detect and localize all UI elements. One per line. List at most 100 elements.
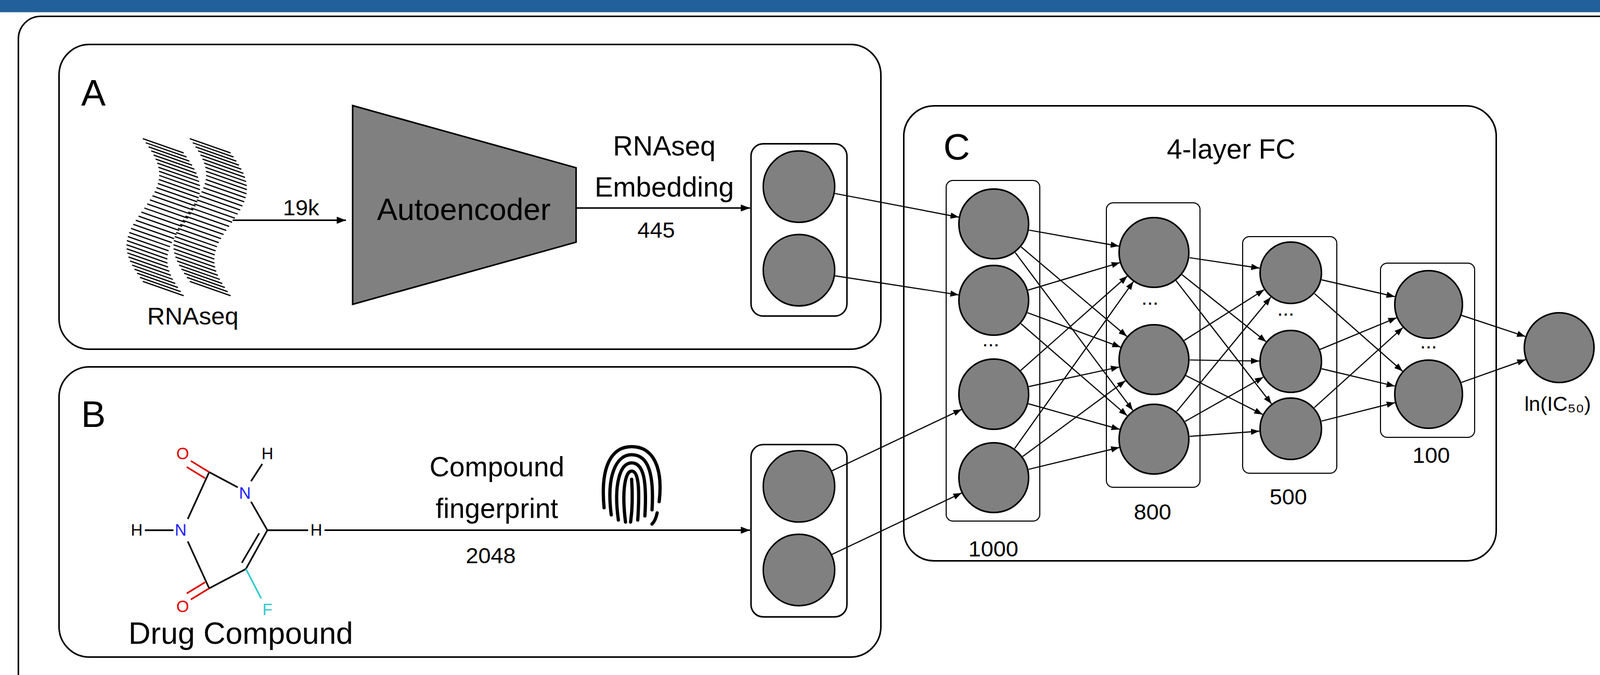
hatch-stroke	[181, 269, 223, 284]
layer-connection	[1014, 230, 1134, 470]
connection-line	[1314, 327, 1403, 408]
ellipsis: ...	[1276, 297, 1295, 322]
fingerprint-neuron	[763, 450, 835, 523]
hatch-stroke	[159, 175, 200, 190]
ellipsis: ...	[1141, 285, 1159, 311]
arrow-label: RNAseq Embedding	[594, 124, 734, 208]
molecule-bonds	[145, 460, 309, 600]
hatch-stroke	[176, 261, 218, 276]
hatch-stroke	[205, 175, 247, 190]
hatch-stroke	[143, 138, 184, 153]
fingerprint-neuron	[763, 534, 835, 606]
input-link	[834, 275, 959, 295]
input-link	[831, 493, 962, 556]
neuron	[1259, 397, 1323, 461]
panel-letter: C	[943, 125, 971, 170]
input-link	[831, 409, 962, 472]
neuron	[958, 188, 1030, 260]
fc-layer: 800	[1105, 202, 1201, 488]
atom-label: N	[174, 520, 187, 541]
embedding-arrow	[575, 207, 750, 210]
fingerprint-icon	[603, 446, 661, 525]
atom-label: N	[238, 483, 251, 504]
embedding-neuron	[763, 150, 835, 223]
connection-line	[1321, 368, 1396, 386]
hatch-stroke	[173, 248, 215, 263]
connection-line	[1014, 281, 1134, 449]
connection-line	[1321, 402, 1396, 422]
hatch-stroke	[189, 138, 231, 153]
hatch-stroke	[126, 248, 168, 263]
panel-title: 4-layer FC	[1166, 133, 1296, 167]
atom-label: O	[176, 597, 189, 617]
neuron	[1394, 269, 1464, 340]
connection-line	[1176, 280, 1272, 405]
fc-layer: 500	[1242, 236, 1337, 474]
hatch-stroke	[189, 281, 231, 296]
hatch-stroke	[159, 171, 200, 186]
hatch-stroke	[204, 163, 245, 178]
hatch-stroke	[186, 277, 228, 292]
layer-size: 100	[1412, 442, 1450, 470]
panel-letter: B	[81, 392, 106, 437]
output-label: ln(IC₅₀)	[1524, 392, 1592, 417]
layer-connection	[1176, 257, 1272, 437]
hatch-stroke	[137, 273, 178, 288]
ellipsis: ...	[982, 327, 1000, 352]
connection-line	[1022, 380, 1126, 457]
connection-line	[1021, 323, 1128, 416]
hatch-stroke	[148, 146, 190, 161]
hatch-stroke	[145, 143, 187, 158]
input-links	[831, 193, 962, 556]
embedding-box	[751, 143, 847, 316]
layer-size: 800	[1133, 498, 1172, 526]
hatch-stroke	[202, 159, 243, 174]
connection-line	[1185, 375, 1263, 415]
neuron	[1118, 403, 1190, 475]
hatch-stroke	[139, 277, 181, 292]
ellipsis: ...	[1420, 329, 1438, 354]
hatch-stroke	[155, 159, 197, 174]
layer-connection	[1461, 315, 1526, 383]
embedding-neuron	[763, 234, 835, 306]
input-link	[833, 193, 959, 218]
connection-line	[1015, 252, 1133, 411]
hatch-stroke	[173, 240, 215, 255]
connection-line	[1461, 359, 1526, 383]
hatch-stroke	[158, 167, 199, 182]
connection-line	[1176, 297, 1271, 412]
atom-label: H	[131, 520, 144, 541]
connection-line	[1184, 289, 1265, 341]
hatch-stroke	[184, 273, 225, 288]
hatch-stroke	[205, 167, 247, 182]
hatch-stroke	[130, 261, 171, 276]
hatch-stroke	[178, 265, 220, 280]
dimension-label: 445	[637, 216, 675, 244]
fingerprint-arrow	[324, 529, 751, 532]
layer-size: 500	[1269, 483, 1308, 511]
neuron	[958, 442, 1030, 514]
hatch-stroke	[126, 244, 167, 260]
hatch-stroke	[132, 265, 173, 280]
panel-letter: A	[81, 71, 106, 116]
connection-line	[1321, 279, 1396, 297]
connection-line	[1185, 377, 1264, 422]
hatch-stroke	[143, 281, 184, 296]
neuron	[958, 358, 1030, 430]
neuron	[1118, 324, 1190, 396]
hatch-stroke	[205, 171, 247, 186]
top-bar	[0, 0, 1600, 13]
connection-line	[1461, 315, 1526, 337]
atom-label: H	[261, 444, 274, 464]
output-neuron: ln(IC₅₀)	[1523, 312, 1595, 384]
hatch-stroke	[192, 143, 234, 158]
trapezoid-outline	[352, 105, 577, 305]
neuron	[958, 264, 1030, 337]
connection-line	[1020, 276, 1128, 371]
fc-layer: 1000	[945, 179, 1041, 522]
layer-connection	[1314, 279, 1403, 422]
layer-size: 1000	[968, 535, 1019, 563]
